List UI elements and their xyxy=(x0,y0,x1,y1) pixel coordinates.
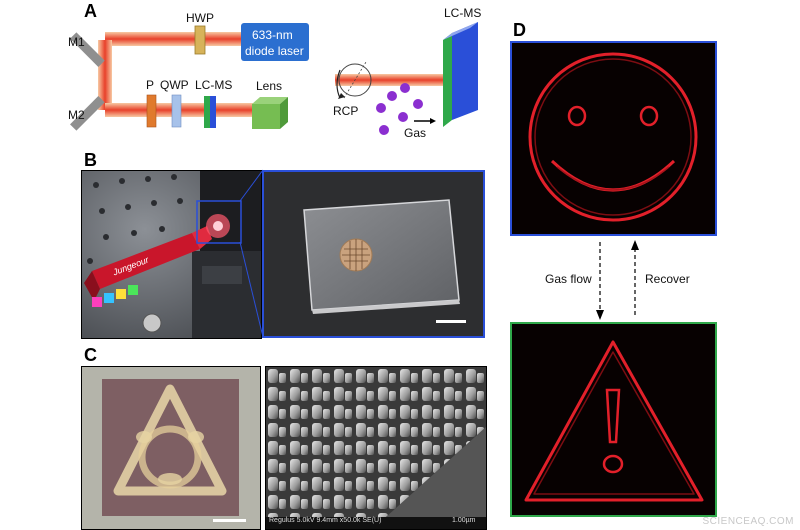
gas-molecule xyxy=(400,83,410,93)
lens-top-face xyxy=(252,97,288,104)
smiley-hologram-graphic xyxy=(512,43,715,234)
label-lc-ms-left: LC-MS xyxy=(195,78,233,92)
hologram-warning xyxy=(510,322,717,517)
label-lc-ms-right: LC-MS xyxy=(444,6,482,20)
scale-bar-c xyxy=(213,519,246,522)
hwp-plate xyxy=(194,25,206,55)
qwp-plate xyxy=(171,94,182,128)
label-laser-line2: diode laser xyxy=(245,44,304,58)
rcp-arrowhead xyxy=(338,93,345,99)
laser-beam-top xyxy=(105,32,245,46)
panel-label-a: A xyxy=(84,1,97,21)
rcp-rotation-arrow xyxy=(336,69,341,99)
polarizer-plate xyxy=(146,94,157,128)
lc-ms-large-blue xyxy=(452,22,478,120)
nanopillar-array xyxy=(266,367,486,517)
panel-label-d: D xyxy=(513,20,526,40)
label-p: P xyxy=(146,78,155,92)
sem-scale-text: 1.00µm xyxy=(452,517,476,524)
warning-exclamation-dot xyxy=(602,454,624,474)
lens-side-face xyxy=(280,97,288,129)
watermark-text: SCIENCEAQ.COM xyxy=(702,516,794,527)
gas-molecule xyxy=(387,91,397,101)
label-recover: Recover xyxy=(645,272,690,286)
label-qwp: QWP xyxy=(160,78,189,92)
sem-image: Regulus 5.0kV 9.4mm x50.0k SE(U) 1.00µm xyxy=(265,366,487,530)
lc-ms-blue-layer xyxy=(210,96,216,128)
pen-body xyxy=(92,233,200,289)
label-rcp: RCP xyxy=(333,104,359,118)
warning-triangle-outline xyxy=(524,340,704,502)
lc-ms-large-top xyxy=(443,22,478,40)
micrograph-graphic xyxy=(82,367,260,529)
label-lens: Lens xyxy=(256,79,283,93)
mirror-m1 xyxy=(70,32,105,67)
substrate-region xyxy=(386,427,486,517)
zoom-line-bottom xyxy=(239,241,264,338)
rcp-circle xyxy=(338,63,372,97)
photo-metasurface-chip xyxy=(262,170,485,338)
label-gas-flow: Gas flow xyxy=(545,272,592,286)
photo-setup: Jungeour xyxy=(81,170,262,339)
lc-ms-green-layer xyxy=(204,96,210,128)
smiley-face-outline xyxy=(528,52,698,222)
label-laser-line1: 633-nm xyxy=(252,28,293,42)
gas-arrowhead xyxy=(430,118,436,124)
optical-setup-diagram xyxy=(70,22,478,135)
photo-setup-graphic xyxy=(82,171,261,338)
rcp-axis xyxy=(343,61,367,99)
smiley-left-eye xyxy=(567,105,587,127)
label-gas: Gas xyxy=(404,126,427,140)
sem-graphic xyxy=(266,367,486,529)
smiley-right-eye xyxy=(639,105,659,127)
zoom-box xyxy=(196,200,242,244)
warning-exclamation-bar xyxy=(605,388,621,444)
zoom-connector xyxy=(239,169,264,338)
gas-molecule xyxy=(398,112,408,122)
hologram-smiley xyxy=(510,41,717,236)
sem-footer-text: Regulus 5.0kV 9.4mm x50.0k SE(U) xyxy=(269,517,382,524)
panel-label-c: C xyxy=(84,345,97,365)
glass-substrate xyxy=(303,199,460,311)
lens-front-face xyxy=(252,104,280,129)
chip-graphic xyxy=(303,199,466,323)
scale-bar-b xyxy=(436,320,466,323)
gas-molecule xyxy=(413,99,423,109)
diode-laser-box xyxy=(241,23,309,61)
label-hwp: HWP xyxy=(186,11,214,25)
lc-ms-large-green xyxy=(443,33,452,127)
gas-molecule xyxy=(376,103,386,113)
panel-label-b: B xyxy=(84,150,97,170)
gas-molecule xyxy=(379,125,389,135)
warning-hologram-graphic xyxy=(512,324,715,515)
label-m1: M1 xyxy=(68,35,85,49)
mirror-m2 xyxy=(70,96,105,131)
label-m2: M2 xyxy=(68,108,85,122)
zoom-line-top xyxy=(239,169,264,202)
flow-arrows xyxy=(596,240,639,320)
laser-beam-bottom xyxy=(105,103,265,117)
micrograph-metasurface xyxy=(81,366,261,530)
laser-beam-right xyxy=(335,74,450,86)
